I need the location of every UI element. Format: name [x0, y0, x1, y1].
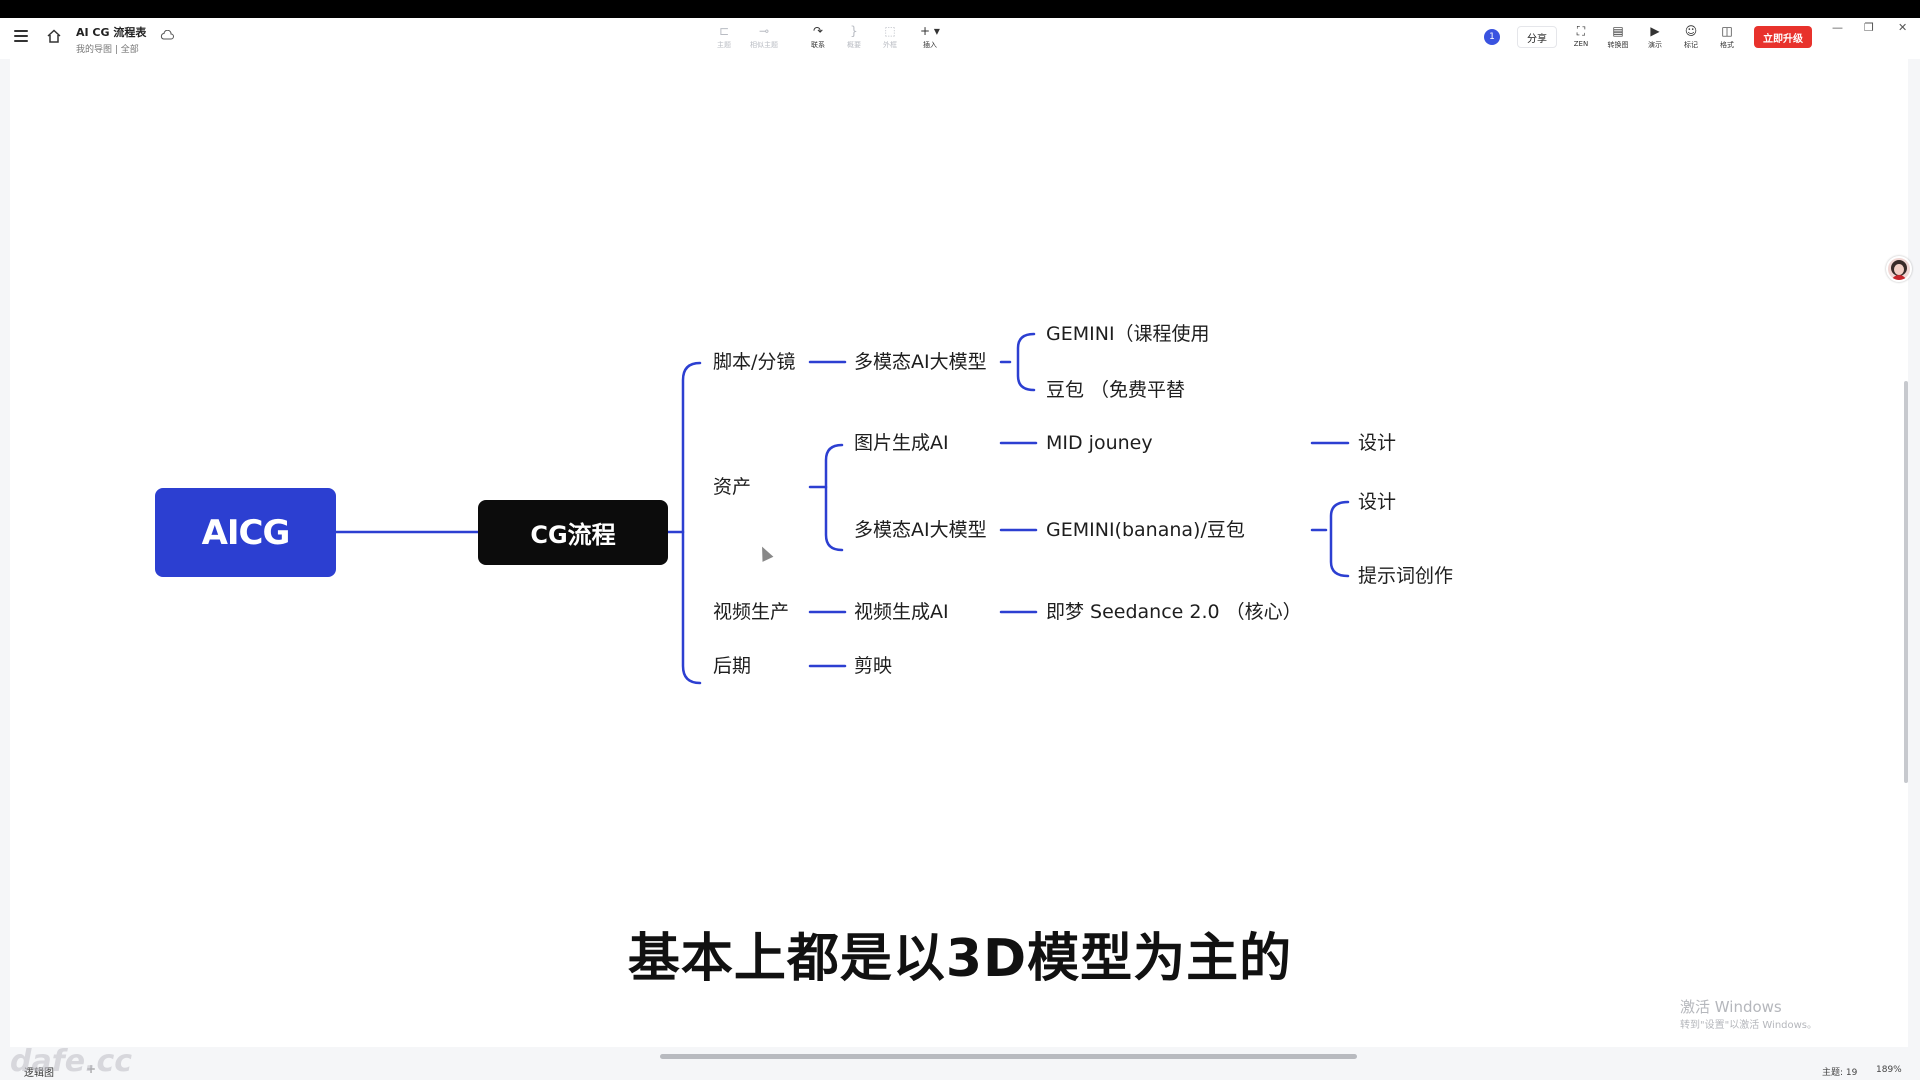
- branch-bracket: [681, 361, 702, 685]
- format-tool[interactable]: ◫ 格式: [1709, 24, 1745, 50]
- windows-activation-subtitle: 转到"设置"以激活 Windows。: [1680, 1020, 1818, 1031]
- breadcrumb[interactable]: 我的导图 | 全部: [76, 45, 139, 55]
- subtopic-icon: ⊸: [758, 24, 770, 38]
- document-title[interactable]: AI CG 流程表: [76, 26, 147, 39]
- add-sheet-icon[interactable]: +: [86, 1062, 97, 1076]
- minimize-icon[interactable]: —: [1832, 21, 1843, 34]
- mark-tool[interactable]: ☺ 标记: [1673, 24, 1709, 50]
- root-node[interactable]: AICG: [155, 488, 336, 577]
- status-bar: 逻辑图 + 主题: 19 189%: [0, 1060, 1920, 1080]
- notification-badge[interactable]: 1: [1484, 29, 1500, 45]
- site-watermark: dafe.cc: [10, 1044, 133, 1079]
- share-button[interactable]: 分享: [1517, 26, 1557, 48]
- topic-tool[interactable]: ⊏ 主题: [706, 24, 742, 50]
- topic-capcut[interactable]: 剪映: [854, 655, 893, 677]
- topic-assets[interactable]: 资产: [713, 476, 752, 498]
- upgrade-button[interactable]: 立即升级: [1754, 26, 1812, 48]
- topic-prompt-writing[interactable]: 提示词创作: [1358, 565, 1454, 587]
- topic-script-multimodal[interactable]: 多模态AI大模型: [854, 351, 987, 373]
- connector-lines: [334, 332, 1350, 685]
- outline-icon: ▤: [1612, 24, 1624, 38]
- menu-icon[interactable]: [14, 30, 28, 44]
- topic-design-2[interactable]: 设计: [1358, 491, 1397, 513]
- windows-activation-title: 激活 Windows: [1680, 998, 1782, 1016]
- main-topic-node[interactable]: CG流程: [478, 500, 668, 565]
- vertical-scrollbar[interactable]: [1904, 381, 1908, 783]
- boundary-icon: ⬚: [884, 24, 896, 38]
- boundary-tool[interactable]: ⬚ 外框: [872, 24, 908, 50]
- summary-tool[interactable]: } 概要: [836, 24, 872, 50]
- topic-script[interactable]: 脚本/分镜: [713, 351, 796, 373]
- top-toolbar: AI CG 流程表 我的导图 | 全部 ⊏ 主题 ⊸ 相似主题 ↷ 联系 } 概…: [0, 18, 1920, 59]
- present-tool[interactable]: ▶ 演示: [1637, 24, 1673, 50]
- close-icon[interactable]: ✕: [1898, 21, 1908, 34]
- topic-video-gen[interactable]: 视频生成AI: [854, 601, 949, 623]
- topic-image-gen[interactable]: 图片生成AI: [854, 432, 949, 454]
- topic-design-1[interactable]: 设计: [1358, 432, 1397, 454]
- relation-tool[interactable]: ↷ 联系: [800, 24, 836, 50]
- horizontal-scrollbar[interactable]: [660, 1054, 1357, 1059]
- present-icon: ▶: [1650, 24, 1660, 38]
- topic-midjourney[interactable]: MID jouney: [1046, 432, 1153, 454]
- topic-doubao-free[interactable]: 豆包 （免费平替: [1046, 379, 1186, 401]
- video-subtitle: 基本上都是以3D模型为主的: [627, 929, 1293, 989]
- restore-icon[interactable]: ❐: [1864, 21, 1874, 34]
- topic-gemini-course[interactable]: GEMINI（课程使用: [1046, 323, 1210, 345]
- plus-icon: + ▾: [920, 24, 940, 38]
- outline-tool[interactable]: ▤ 转换图: [1600, 24, 1636, 50]
- cloud-sync-icon: [160, 25, 174, 40]
- topic-icon: ⊏: [718, 24, 730, 38]
- collaborator-avatar[interactable]: [1886, 256, 1912, 282]
- topic-gemini-banana[interactable]: GEMINI(banana)/豆包: [1046, 519, 1245, 541]
- zen-tool[interactable]: ⛶ ZEN: [1563, 23, 1599, 49]
- topic-seedance[interactable]: 即梦 Seedance 2.0 （核心）: [1046, 601, 1302, 623]
- home-icon[interactable]: [46, 28, 62, 44]
- sheet-tab[interactable]: 逻辑图: [24, 1068, 54, 1079]
- zen-icon: ⛶: [1576, 23, 1586, 38]
- zoom-level[interactable]: 189%: [1876, 1065, 1902, 1075]
- summary-icon: }: [850, 24, 858, 38]
- topic-video[interactable]: 视频生产: [713, 601, 790, 623]
- topic-post[interactable]: 后期: [713, 655, 752, 677]
- format-icon: ◫: [1721, 24, 1733, 38]
- relation-icon: ↷: [812, 24, 824, 38]
- mark-icon: ☺: [1684, 24, 1698, 38]
- insert-tool[interactable]: + ▾ 插入: [912, 24, 948, 50]
- app-window: AI CG 流程表 我的导图 | 全部 ⊏ 主题 ⊸ 相似主题 ↷ 联系 } 概…: [0, 18, 1920, 1080]
- topic-assets-multimodal[interactable]: 多模态AI大模型: [854, 519, 987, 541]
- topic-count: 主题: 19: [1822, 1068, 1858, 1078]
- subtopic-tool[interactable]: ⊸ 相似主题: [746, 24, 782, 50]
